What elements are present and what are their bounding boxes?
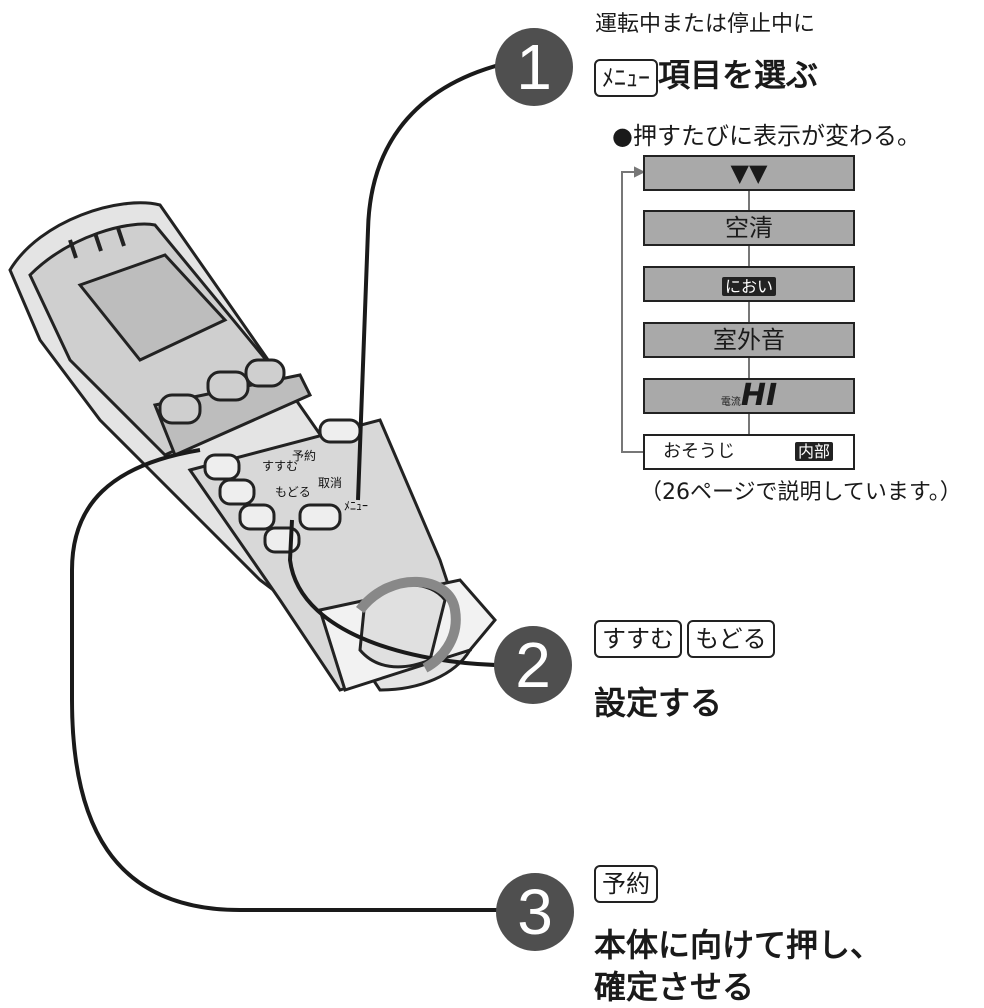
- connector-step3: [70, 448, 535, 912]
- wind-icon: ▼▼: [730, 159, 768, 187]
- step-3-action-1: 本体に向けて押し、: [594, 926, 883, 964]
- step-3-action-2: 確定させる: [594, 968, 755, 1006]
- reserve-key: 予約: [594, 865, 658, 903]
- forward-key: すすむ: [594, 620, 682, 658]
- step-2-badge: 2: [494, 626, 572, 704]
- current-level: HI: [740, 378, 778, 413]
- cleaning-label: おそうじ: [663, 441, 735, 462]
- mode-reference-note: （26ページで説明しています。）: [640, 480, 962, 505]
- remote-key-labels: すすむ 予約 もどる 取消 ﾒﾆｭｰ: [262, 448, 368, 513]
- remote-control: [8, 201, 497, 692]
- remote-key-cancel: 取消: [318, 476, 342, 490]
- remote-key-menu: ﾒﾆｭｰ: [344, 499, 368, 513]
- mode-cycle-arrows: [621, 166, 750, 453]
- connector-step2: [287, 519, 526, 668]
- mode-odor: におい: [643, 266, 855, 302]
- step-3-key-row: 予約: [594, 865, 658, 903]
- connector-step1: [356, 58, 521, 501]
- step-2-keys: すすむ もどる: [594, 620, 775, 658]
- remote-key-forward: すすむ: [262, 459, 298, 473]
- step-3-badge: 3: [496, 873, 574, 951]
- remote-key-back: もどる: [275, 485, 311, 499]
- mode-current: 電流HI: [643, 378, 855, 414]
- mode-cleaning: おそうじ 内部: [643, 434, 855, 470]
- odor-label: におい: [721, 277, 776, 296]
- mode-cycle-note: ●押すたびに表示が変わる。: [612, 122, 921, 150]
- lcd-screen: [77, 253, 228, 362]
- back-key: もどる: [687, 620, 775, 658]
- step-1-badge: 1: [495, 28, 573, 106]
- mode-outdoor-sound: 室外音: [643, 322, 855, 358]
- current-prefix: 電流: [720, 397, 741, 408]
- step-1-action: 項目を選ぶ: [658, 56, 819, 94]
- mode-air-clean: 空清: [643, 210, 855, 246]
- connector-lines: [70, 58, 535, 912]
- step-2-action: 設定する: [594, 684, 723, 722]
- step-1-caption: 運転中または停止中に: [595, 12, 816, 37]
- remote-key-reserve: 予約: [292, 448, 316, 463]
- inner-tag: 内部: [795, 442, 834, 461]
- rotate-arrow: [356, 576, 461, 673]
- menu-key: ﾒﾆｭｰ: [594, 59, 658, 97]
- step-1-instruction: ﾒﾆｭｰ項目を選ぶ: [594, 50, 818, 97]
- mode-wind-direction: ▼▼: [643, 155, 855, 191]
